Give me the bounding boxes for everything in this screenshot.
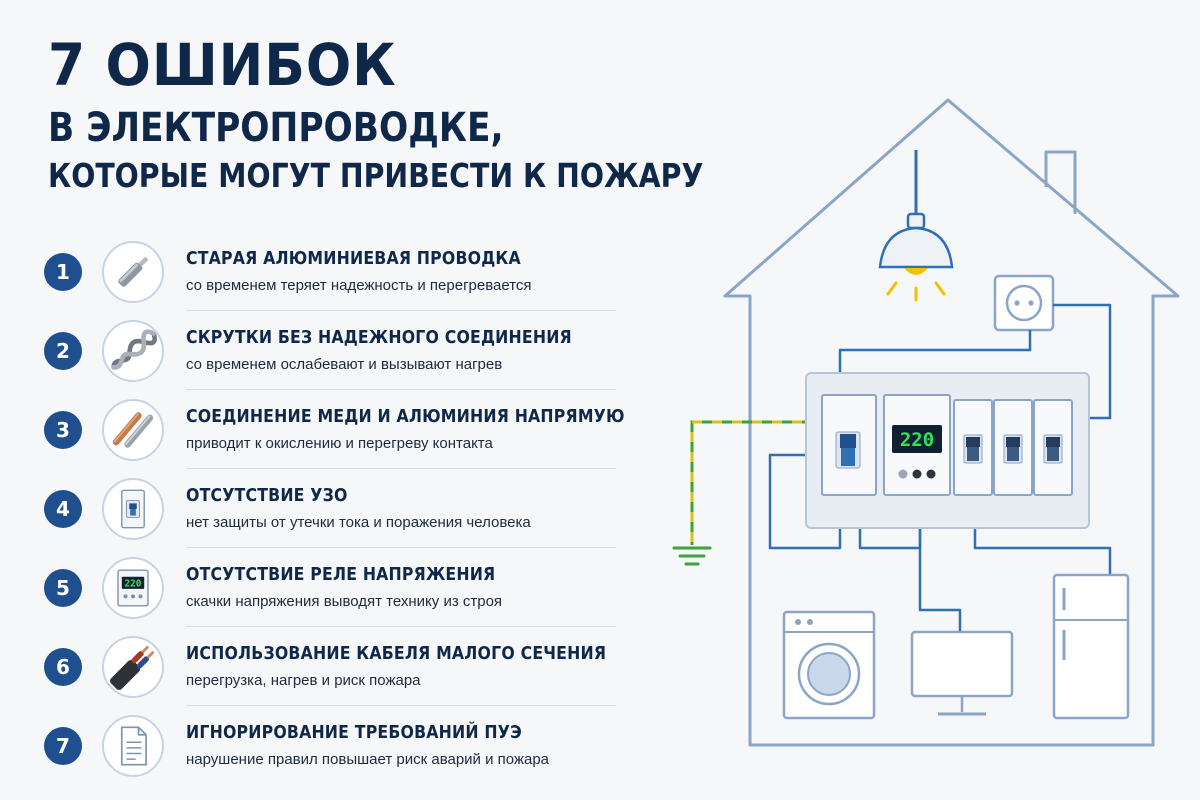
divider — [186, 468, 616, 469]
item-number-badge: 6 — [44, 647, 82, 686]
title-block: 7 ОШИБОК В ЭЛЕКТРОПРОВОДКЕ, КОТОРЫЕ МОГУ… — [48, 28, 810, 198]
tv-icon — [910, 630, 1014, 716]
page-title: 7 ОШИБОК — [48, 31, 397, 99]
item-description: нарушение правил повышает риск аварий и … — [186, 751, 550, 768]
mistakes-list: 1 СТАРАЯ АЛЮМИНИЕВАЯ ПРОВОДКА со времене… — [44, 232, 624, 785]
copper-aluminum-wires-icon — [102, 398, 164, 461]
item-title: ОТСУТСТВИЕ РЕЛЕ НАПРЯЖЕНИЯ — [186, 565, 496, 585]
item-number-badge: 3 — [44, 410, 82, 449]
house-wiring-diagram: 220 — [672, 98, 1180, 747]
divider — [186, 626, 616, 627]
item-title: СТАРАЯ АЛЮМИНИЕВАЯ ПРОВОДКА — [186, 249, 521, 269]
ceiling-lamp-icon — [878, 150, 954, 302]
item-title: ИГНОРИРОВАНИЕ ТРЕБОВАНИЙ ПУЭ — [186, 723, 522, 743]
ground-wire — [690, 420, 822, 545]
power-socket-icon — [993, 274, 1055, 332]
aluminum-wire-icon — [102, 240, 164, 303]
item-title: ИСПОЛЬЗОВАНИЕ КАБЕЛЯ МАЛОГО СЕЧЕНИЯ — [186, 644, 607, 664]
divider — [186, 310, 616, 311]
item-description: перегрузка, нагрев и риск пожара — [186, 672, 421, 689]
list-item: 6 ИСПОЛЬЗОВАНИЕ КАБЕЛЯ МАЛОГО СЕЧЕНИЯ пе… — [44, 627, 616, 706]
item-description: скачки напряжения выводят технику из стр… — [186, 593, 503, 610]
item-title: СКРУТКИ БЕЗ НАДЕЖНОГО СОЕДИНЕНИЯ — [186, 328, 572, 348]
item-title: ОТСУТСТВИЕ УЗО — [186, 486, 348, 506]
relay-display-text: 220 — [125, 578, 142, 589]
rcd-breaker-icon — [102, 477, 164, 540]
circuit-breakers — [953, 399, 1073, 496]
item-title: СОЕДИНЕНИЕ МЕДИ И АЛЮМИНИЯ НАПРЯМУЮ — [186, 407, 625, 427]
twisted-wires-icon — [102, 319, 164, 382]
item-description: нет защиты от утечки тока и поражения че… — [186, 514, 531, 531]
electrical-panel: 220 — [805, 372, 1090, 529]
document-icon — [102, 714, 164, 777]
refrigerator-icon — [1052, 573, 1130, 720]
rcd-module — [821, 394, 877, 496]
item-number-badge: 7 — [44, 726, 82, 765]
divider — [186, 547, 616, 548]
thin-cable-icon — [102, 635, 164, 698]
page-subtitle-line1: В ЭЛЕКТРОПРОВОДКЕ, — [48, 105, 504, 151]
item-number-badge: 1 — [44, 252, 82, 291]
divider — [186, 705, 616, 706]
list-item: 5 220 ОТСУТСТВИЕ РЕЛЕ НАПРЯЖЕНИЯ скачки … — [44, 548, 616, 627]
item-number-badge: 4 — [44, 489, 82, 528]
voltage-relay-module: 220 — [883, 394, 951, 496]
divider — [186, 389, 616, 390]
house-outline — [723, 98, 1180, 747]
item-number-badge: 5 — [44, 568, 82, 607]
page-subtitle-line2: КОТОРЫЕ МОГУТ ПРИВЕСТИ К ПОЖАРУ — [48, 156, 704, 195]
panel-relay-display: 220 — [900, 429, 934, 451]
item-number-badge: 2 — [44, 331, 82, 370]
item-description: приводит к окислению и перегреву контакт… — [186, 435, 493, 452]
list-item: 7 ИГНОРИРОВАНИЕ ТРЕБОВАНИЙ ПУЭ нарушение… — [44, 706, 616, 785]
ground-symbol-icon — [672, 546, 712, 566]
list-item: 4 ОТСУТСТВИЕ УЗО нет защиты от утечки то… — [44, 469, 616, 548]
item-description: со временем теряет надежность и перегрев… — [186, 277, 532, 294]
washing-machine-icon — [782, 610, 876, 720]
list-item: 1 СТАРАЯ АЛЮМИНИЕВАЯ ПРОВОДКА со времене… — [44, 232, 616, 311]
item-description: со временем ослабевают и вызывают нагрев — [186, 356, 503, 373]
list-item: 2 СКРУТКИ БЕЗ НАДЕЖНОГО СОЕДИНЕНИЯ со вр… — [44, 311, 616, 390]
voltage-relay-icon: 220 — [102, 556, 164, 619]
list-item: 3 СОЕДИНЕНИЕ МЕДИ И АЛЮМИНИЯ НАПРЯМУЮ пр… — [44, 390, 624, 469]
